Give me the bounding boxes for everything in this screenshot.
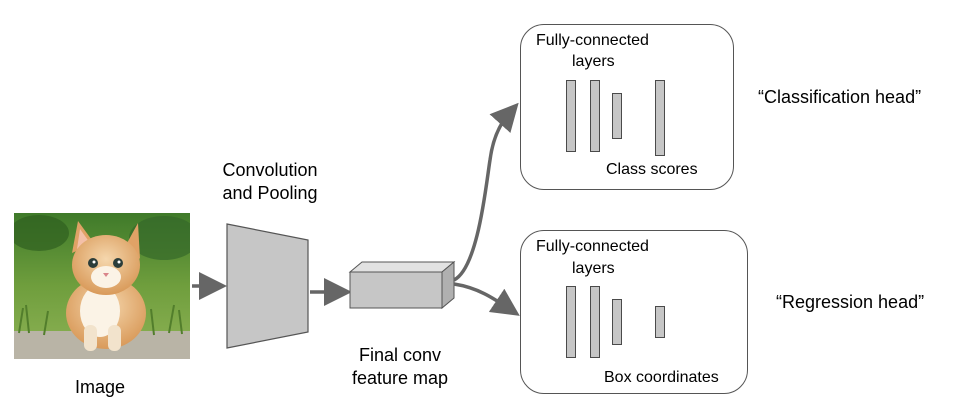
regression-fc-box bbox=[520, 230, 748, 394]
image-label: Image bbox=[75, 377, 126, 397]
class-scores-bar bbox=[655, 80, 665, 156]
feature-map-label-line1: Final conv bbox=[358, 345, 442, 365]
arrow-to-regression bbox=[453, 282, 520, 316]
conv-label-line1: Convolution bbox=[222, 160, 318, 180]
feature-map-label-line2: feature map bbox=[351, 368, 449, 388]
top-box-title-line1: Fully-connected bbox=[536, 32, 649, 49]
class-scores-label: Class scores bbox=[606, 161, 698, 178]
fc-layer-bar bbox=[612, 299, 622, 345]
box-coordinates-label: Box coordinates bbox=[604, 369, 719, 386]
fc-layer-bar bbox=[566, 80, 576, 152]
fc-layer-bar bbox=[566, 286, 576, 358]
bottom-box-title-line1: Fully-connected bbox=[536, 238, 649, 255]
conv-label-line2: and Pooling bbox=[222, 183, 318, 203]
top-box-title-line2: layers bbox=[572, 53, 615, 70]
regression-head-label: “Regression head” bbox=[776, 292, 925, 312]
feature-map-block bbox=[348, 260, 456, 310]
classification-head-label: “Classification head” bbox=[758, 87, 922, 107]
fc-layer-bar bbox=[590, 80, 600, 152]
classification-fc-box bbox=[520, 24, 734, 190]
box-coordinates-bar bbox=[655, 306, 665, 338]
fc-layer-bar bbox=[590, 286, 600, 358]
arrow-to-classification bbox=[452, 102, 519, 282]
conv-pooling-shape bbox=[226, 223, 309, 349]
kitten-image bbox=[14, 213, 190, 359]
fc-layer-bar bbox=[612, 93, 622, 139]
bottom-box-title-line2: layers bbox=[572, 260, 615, 277]
